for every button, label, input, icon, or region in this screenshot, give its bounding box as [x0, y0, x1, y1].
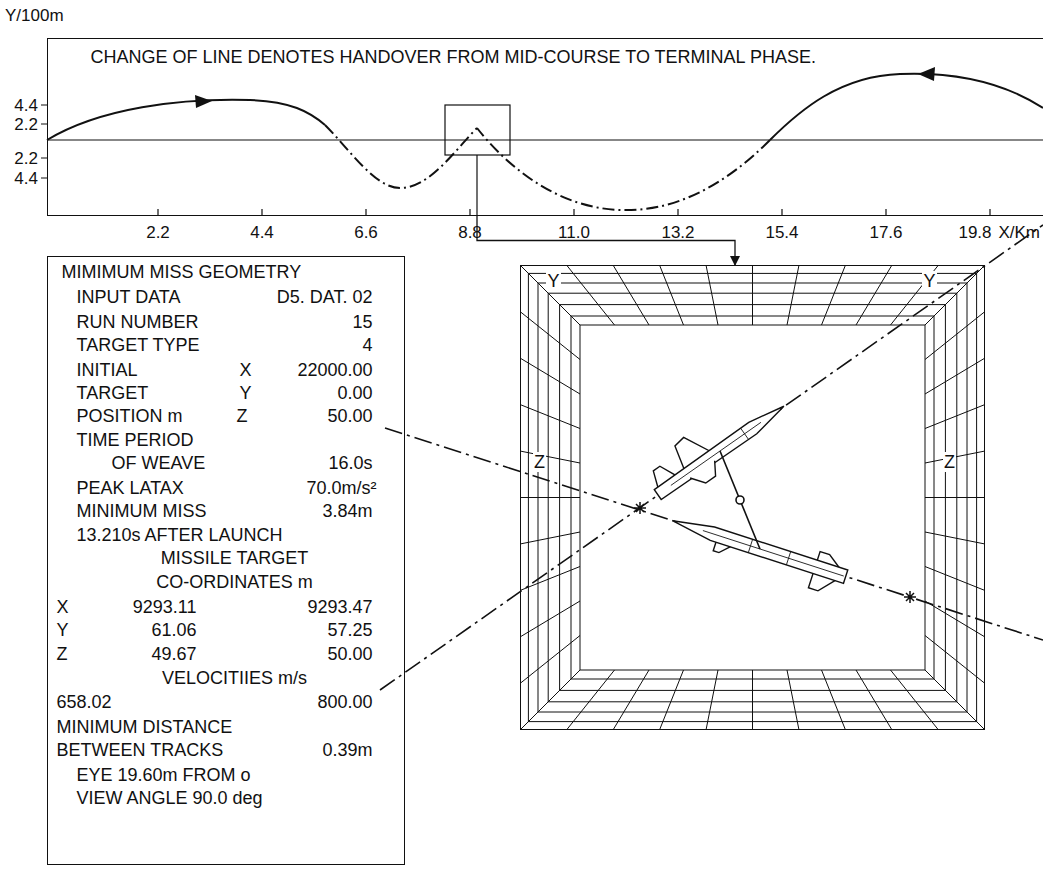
x-tick-label: 8.8 [458, 223, 482, 242]
axis-letter: Z [943, 452, 956, 472]
data-text: 9293.11 [133, 597, 197, 617]
data-text: PEAK LATAX [77, 478, 184, 498]
data-text: MINIMUM MISS [77, 501, 207, 521]
missile-terminal [325, 125, 477, 188]
data-text: OF WEAVE [112, 453, 206, 473]
data-text: MISSILE TARGET [161, 548, 308, 568]
zero-line [47, 139, 1043, 140]
x-tick-label: 17.6 [869, 223, 902, 242]
axis-title: X/Km [998, 223, 1040, 242]
data-text: 658.02 [57, 692, 112, 712]
zoom-box [445, 105, 510, 155]
data-text: 3.84m [322, 501, 372, 521]
zoom-leader [476, 155, 477, 215]
data-text: RUN NUMBER [77, 312, 199, 332]
axis-letter: Y [546, 271, 560, 291]
data-panel: MIMIMUM MISS GEOMETRY INPUT DATA D5. DAT. … [47, 256, 405, 865]
x-tick-label: 4.4 [250, 223, 274, 242]
data-text: MIMIMUM MISS GEOMETRY [62, 262, 302, 282]
axis-letter: Z [533, 452, 546, 472]
x-tick-label: 2.2 [146, 223, 170, 242]
data-text: BETWEEN TRACKS [57, 740, 224, 760]
miss-vector [720, 451, 760, 549]
y-tick-label: 2.2 [14, 149, 38, 168]
data-text: Z [237, 406, 248, 426]
data-text: TARGET [77, 383, 149, 403]
data-text: 22000.00 [297, 360, 372, 380]
target-track-dashed [477, 128, 770, 210]
trajectory-plot [41, 74, 1043, 215]
data-text: MINIMUM DISTANCE [57, 717, 233, 737]
data-text: 61.06 [151, 620, 196, 640]
data-text: POSITION m [77, 406, 183, 426]
data-text: Z [57, 644, 68, 664]
plot-frame: CHANGE OF LINE DENOTES HANDOVER FROM MID… [47, 38, 1043, 216]
data-text: 9293.47 [307, 597, 372, 617]
grid-ring [548, 293, 957, 702]
data-text: 50.00 [327, 644, 372, 664]
data-text: TIME PERIOD [77, 430, 194, 450]
data-text: 50.00 [327, 406, 372, 426]
data-text: INPUT DATA [77, 287, 181, 307]
data-text: TARGET TYPE [77, 335, 200, 355]
plot-title: CHANGE OF LINE DENOTES HANDOVER FROM MID… [90, 47, 817, 67]
data-text: CO-ORDINATES m [156, 572, 313, 592]
view-box: Y Y Z Z [520, 265, 985, 730]
missile-body [666, 505, 851, 597]
tracks [380, 225, 1043, 690]
grid-ring [580, 325, 925, 670]
target-track [380, 225, 1043, 690]
data-text: 16.0s [328, 453, 372, 473]
zoom-connector [477, 216, 735, 265]
data-text: VIEW ANGLE 90.0 deg [77, 788, 263, 808]
target-track-solid [770, 74, 1043, 140]
data-text: 4 [362, 335, 372, 355]
data-text: X [240, 360, 252, 380]
axis-letter: Y [922, 271, 936, 291]
data-text: 0.00 [337, 383, 372, 403]
missile-midcourse [47, 100, 325, 140]
data-text: D5. DAT. 02 [277, 287, 373, 307]
data-text: Y [240, 383, 252, 403]
y-tick-label: 2.2 [14, 115, 38, 134]
x-tick-label: 19.8 [958, 223, 991, 242]
x-tick-label: 6.6 [354, 223, 378, 242]
data-text: X [57, 597, 69, 617]
x-tick-label: 13.2 [661, 223, 694, 242]
data-text: VELOCITIIES m/s [162, 668, 307, 688]
x-tick-label: 15.4 [765, 223, 798, 242]
data-text: 0.39m [322, 740, 372, 760]
direction-arrow [195, 95, 212, 108]
axis-title: Y/100m [5, 6, 64, 25]
data-text: 57.25 [327, 620, 372, 640]
data-text: 800.00 [317, 692, 372, 712]
y-tick-label: 4.4 [14, 96, 38, 115]
y-tick-label: 4.4 [14, 169, 38, 188]
data-text: Y [57, 620, 69, 640]
data-text: 49.67 [151, 644, 196, 664]
data-text: 70.0m/s² [306, 478, 376, 498]
direction-arrow [918, 67, 935, 81]
data-text: INITIAL [77, 360, 138, 380]
grid-ring [560, 305, 946, 691]
x-ticks [158, 209, 990, 215]
x-tick-label: 11.0 [558, 223, 590, 242]
asterisks [634, 502, 916, 603]
perspective-grid [520, 265, 985, 730]
target-aircraft [639, 380, 794, 509]
data-text: 13.210s AFTER LAUNCH [77, 525, 283, 545]
data-text: EYE 19.60m FROM o [77, 765, 251, 785]
grid-ring [528, 273, 976, 721]
grid-ring [571, 316, 934, 679]
data-text: 15 [352, 312, 372, 332]
